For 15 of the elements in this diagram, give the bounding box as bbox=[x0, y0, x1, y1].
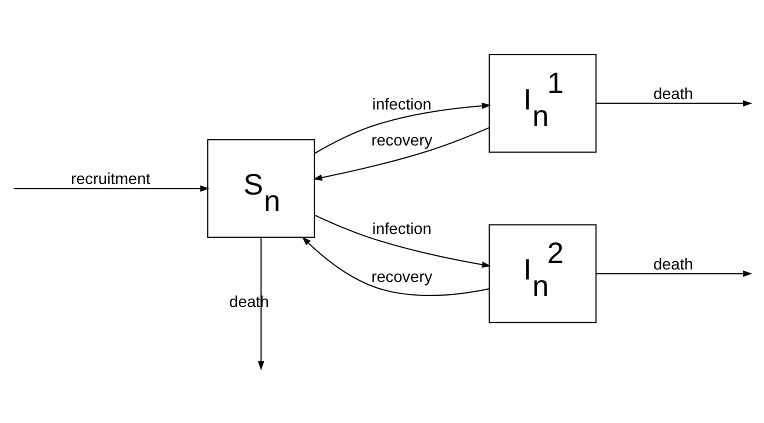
edge-label: death bbox=[653, 256, 694, 273]
arrow bbox=[596, 100, 752, 106]
edge-label: infection bbox=[372, 220, 432, 238]
edge-label: death bbox=[653, 86, 694, 103]
edge-label: infection bbox=[372, 96, 432, 113]
arrow bbox=[302, 236, 490, 296]
arrow bbox=[313, 126, 490, 180]
arrow bbox=[314, 214, 491, 268]
edge-label: recovery bbox=[371, 132, 432, 150]
arrow bbox=[596, 270, 752, 276]
edge-label: recovery bbox=[371, 268, 432, 286]
arrow bbox=[258, 237, 264, 370]
arrow bbox=[314, 102, 491, 154]
arrow bbox=[14, 184, 210, 192]
edge-label: recruitment bbox=[70, 170, 150, 188]
